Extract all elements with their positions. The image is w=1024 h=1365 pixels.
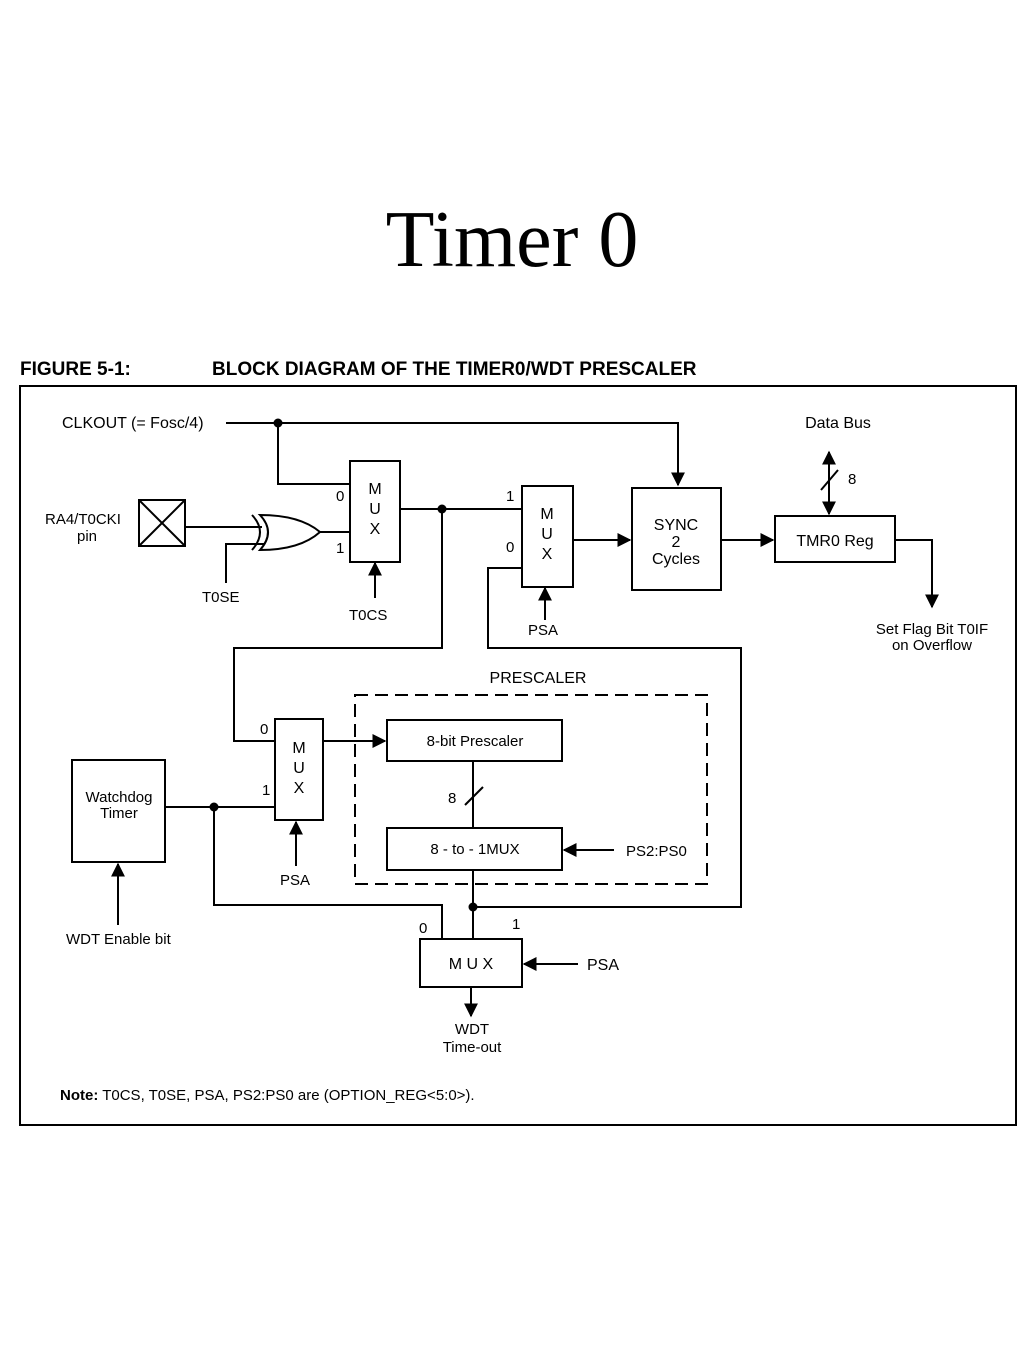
clkout-label: CLKOUT (= Fosc/4) <box>62 415 204 432</box>
mux-psa-tmr0 <box>521 485 574 588</box>
mux-psa-tmr0-letter-x: X <box>542 546 553 563</box>
mux-t0cs-letter-u: U <box>369 501 381 518</box>
mux-t0cs-letter-x: X <box>370 521 381 538</box>
mux-psa-prescaler-letter-u: U <box>293 760 305 777</box>
mux-psa-tmr0-input-1: 1 <box>506 488 514 505</box>
prescaler-group-label: PRESCALER <box>490 670 587 687</box>
wdt-to-timeout-mux-wire <box>213 807 443 939</box>
figure-caption: BLOCK DIAGRAM OF THE TIMER0/WDT PRESCALE… <box>212 359 697 380</box>
mux-t0cs-letter-m: M <box>368 481 381 498</box>
pin-cross-icon <box>138 499 186 547</box>
ps-select-label: PS2:PS0 <box>626 843 687 860</box>
tmr0-register <box>774 515 896 563</box>
prescaler-feedback-wire <box>473 567 742 908</box>
mux-psa-prescaler-input-1: 1 <box>262 782 270 799</box>
figure-note: Note: T0CS, T0SE, PSA, PS2:PS0 are (OPTI… <box>60 1087 475 1104</box>
mux-wdt-timeout-label: M U X <box>449 956 494 973</box>
mux-wdt-timeout-input-1: 1 <box>512 916 520 933</box>
figure-label: FIGURE 5-1: <box>20 359 131 380</box>
sync-block <box>631 487 722 591</box>
mux-t0cs <box>349 460 401 563</box>
clkout-to-mux1-wire <box>277 423 350 485</box>
clkout-wire <box>226 422 685 487</box>
wdt-enable-label: WDT Enable bit <box>66 931 172 948</box>
overflow-wire <box>895 539 939 609</box>
mux-psa-prescaler-input-0: 0 <box>260 721 268 738</box>
data-bus-slash <box>820 469 839 491</box>
sync-label-line3: Cycles <box>652 551 700 568</box>
t0se-label: T0SE <box>202 589 240 606</box>
overflow-label-line2: on Overflow <box>892 637 972 654</box>
overflow-label-line1: Set Flag Bit T0IF <box>876 621 988 638</box>
prescaler-bus-width: 8 <box>448 790 456 807</box>
mux-t0cs-input-1: 1 <box>336 540 344 557</box>
prescaler-8bit-block <box>386 719 563 762</box>
mux-psa-prescaler-letter-x: X <box>294 780 305 797</box>
figure-note-text: T0CS, T0SE, PSA, PS2:PS0 are (OPTION_REG… <box>98 1087 474 1104</box>
t0se-wire <box>225 543 264 583</box>
wdt-timeout-label-line2: Time-out <box>443 1039 502 1056</box>
psa-mid-label: PSA <box>280 872 310 889</box>
sync-label-line1: SYNC <box>654 517 698 534</box>
mux-psa-prescaler-letter-m: M <box>292 740 305 757</box>
data-bus-label: Data Bus <box>805 415 871 432</box>
watchdog-label-line2: Timer <box>100 805 138 822</box>
figure-note-bold: Note: <box>60 1087 98 1104</box>
mux-wdt-timeout-input-0: 0 <box>419 920 427 937</box>
slide-title: Timer 0 <box>385 196 639 284</box>
data-bus-width: 8 <box>848 471 856 488</box>
prescaler-8bit-label: 8-bit Prescaler <box>427 733 524 750</box>
prescaler-group <box>354 694 708 885</box>
mux-8to1-block <box>386 827 563 871</box>
watchdog-label-line1: Watchdog <box>86 789 153 806</box>
sync-label-line2: 2 <box>672 534 681 551</box>
mux-psa-tmr0-letter-u: U <box>541 526 553 543</box>
watchdog-timer-block <box>71 759 166 863</box>
mux-t0cs-input-0: 0 <box>336 488 344 505</box>
mux-psa-tmr0-input-0: 0 <box>506 539 514 556</box>
t0cs-label: T0CS <box>349 607 387 624</box>
wdt-timeout-label-line1: WDT <box>455 1021 489 1038</box>
prescaler-bus-slash <box>464 786 484 806</box>
mux-8to1-label: 8 - to - 1MUX <box>430 841 519 858</box>
figure-frame <box>19 385 1017 1126</box>
xor-gate-icon <box>251 513 322 552</box>
mux-psa-prescaler <box>274 718 324 821</box>
mux1-to-prescaler-mux-wire <box>233 509 443 742</box>
pin-label-line2: pin <box>77 528 97 545</box>
psa-top-label: PSA <box>528 622 558 639</box>
psa-bottom-label: PSA <box>587 957 619 974</box>
prescaler-output-junction <box>468 902 478 912</box>
pin-label-line1: RA4/T0CKI <box>45 511 121 528</box>
tmr0-label: TMR0 Reg <box>796 533 873 550</box>
mux-psa-tmr0-letter-m: M <box>540 506 553 523</box>
